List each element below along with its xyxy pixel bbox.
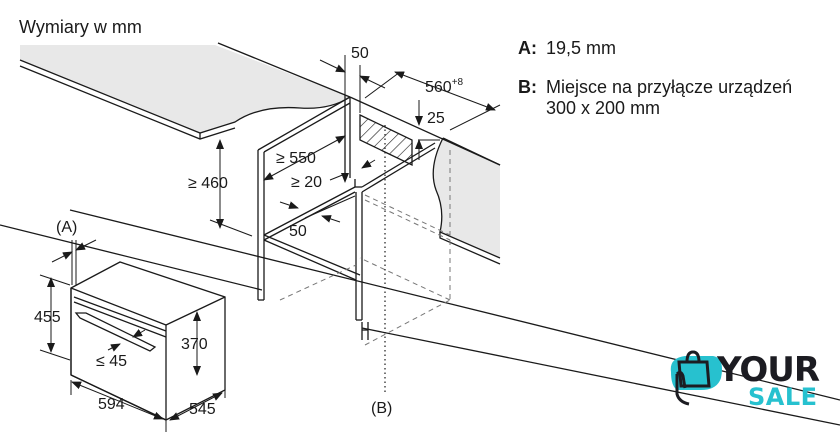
shopping-bag-hand-icon [670,350,722,406]
diagram-title: Wymiary w mm [19,17,142,37]
dim-top-gap: 50 [351,45,369,62]
dim-depth-value: 560 [425,79,452,96]
legend-text-b-size: 300 x 200 mm [546,98,661,118]
dim-handle-depth: ≤ 45 [96,353,127,370]
dim-min-gap: ≥ 20 [291,174,322,191]
logo-text-your: YOUR [717,350,820,390]
left-countertop [19,42,351,140]
legend-text-b: Miejsce na przyłącze urządzeń [546,77,793,97]
connection-area-hatch [359,113,413,167]
legend-key-a: A: [518,38,537,58]
dim-depth: 560+8 [425,77,464,96]
dim-depth-tolerance: +8 [452,77,464,88]
legend-text-a: 19,5 mm [546,38,617,58]
dim-min-width: ≥ 550 [276,150,316,167]
dim-shelf-depth: 50 [289,223,307,240]
right-countertop [432,137,501,265]
dim-vent-height: 25 [427,110,445,127]
legend-key-b: B: [518,77,537,97]
legend-item-a: A: 19,5 mm [518,38,792,59]
oven-drawing [70,261,226,421]
legend-item-b: B: Miejsce na przyłącze urządzeń 300 x 2… [518,77,792,119]
oven-dimensions [39,239,226,432]
label-a: (A) [56,219,77,236]
logo-text-sale: SALE [748,383,818,411]
label-b: (B) [371,400,392,417]
hidden-lines [279,150,451,346]
dim-oven-inner-height: 370 [181,336,208,353]
dimension-lines [209,55,501,237]
dim-min-height: ≥ 460 [188,175,228,192]
dim-oven-width: 594 [98,396,125,413]
legend: A: 19,5 mm B: Miejsce na przyłącze urząd… [518,38,792,137]
dim-oven-depth: 545 [189,401,216,418]
your-sale-logo: YOUR SALE [667,350,837,411]
dim-oven-height: 455 [34,309,61,326]
